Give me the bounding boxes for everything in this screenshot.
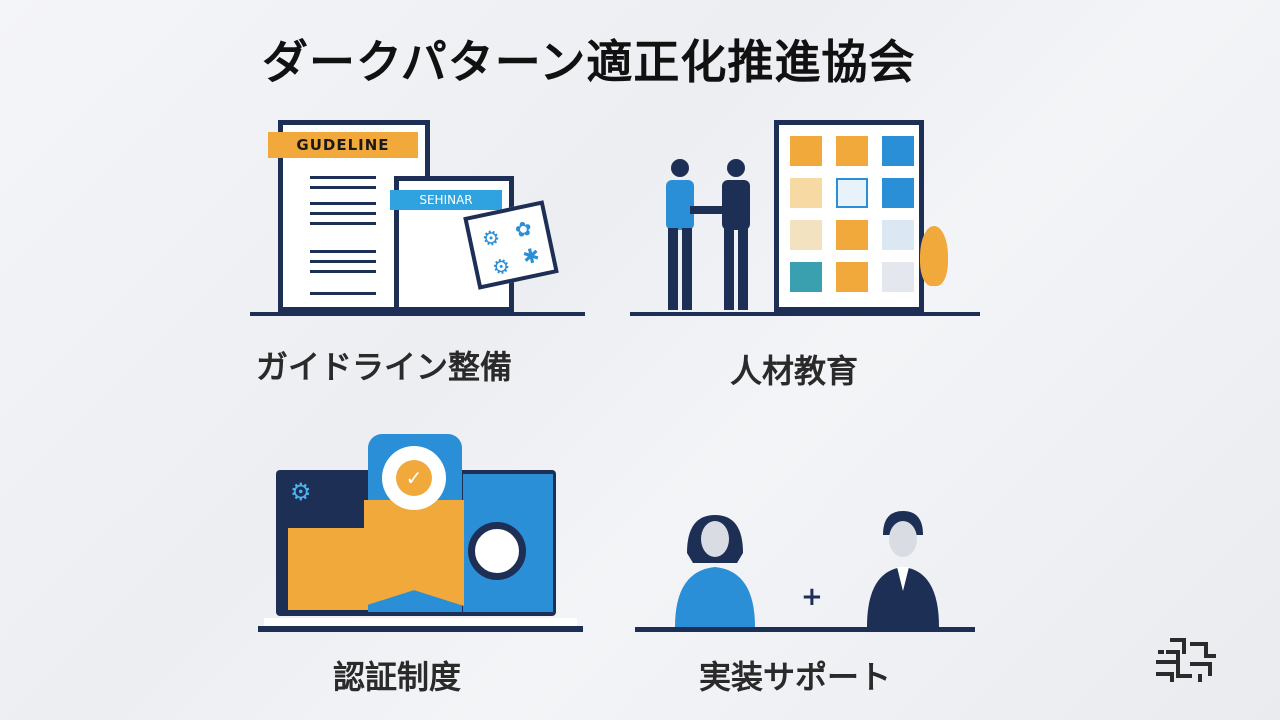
page-title: ダークパターン適正化推進協会 xyxy=(262,35,916,89)
guideline-illustration: GUDELINE SEHINAR ⚙ ✿ ⚙ ✱ xyxy=(250,118,585,318)
guideline-banner: GUDELINE xyxy=(268,132,418,158)
caption-guideline: ガイドライン整備 xyxy=(256,348,513,386)
gear-icon: ⚙ xyxy=(290,478,312,506)
brain-maze-logo-icon xyxy=(1156,638,1216,682)
certification-illustration: ✓ ⚙ xyxy=(258,432,583,637)
checkmark-icon: ✓ xyxy=(396,460,432,496)
caption-certification: 認証制度 xyxy=(333,658,462,696)
support-people-icon: + xyxy=(635,511,975,632)
caption-support: 実装サポート xyxy=(699,658,892,696)
caption-training: 人材教育 xyxy=(730,352,859,390)
training-illustration xyxy=(630,118,980,318)
svg-text:+: + xyxy=(801,582,823,612)
seminar-banner: SEHINAR xyxy=(390,190,502,210)
handshake-people-icon xyxy=(666,159,750,310)
support-illustration: + xyxy=(635,505,975,635)
